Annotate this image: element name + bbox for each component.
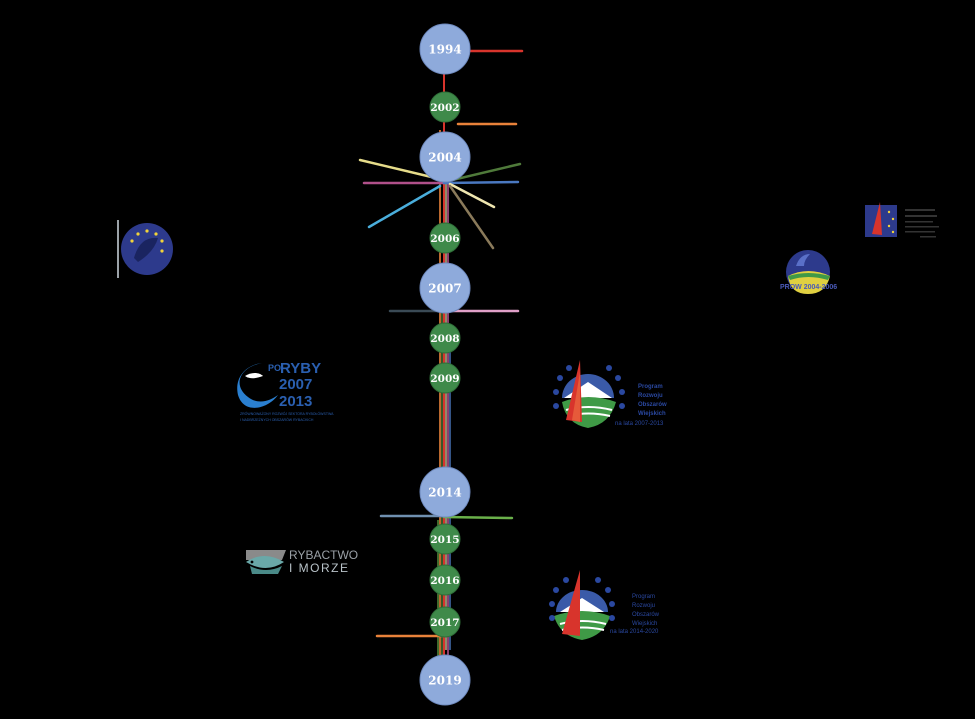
rybactwo-i-morze-logo: RYBACTWO I MORZE: [246, 548, 358, 575]
po-ryby-prefix: PO: [268, 363, 281, 373]
eu-flag-logo: [117, 220, 173, 278]
year-nodes: 1994 2002 2004 2006 2007 2008 2009 2014 2015 2016…: [419, 23, 471, 706]
prow-2007-line-4: Wiejskich: [638, 411, 666, 417]
prow-2014-line-5: na lata 2014-2020: [610, 629, 659, 635]
year-node-2004: 2004: [419, 131, 471, 183]
po-ryby-name: RYBY: [280, 360, 321, 377]
year-label-2002: 2002: [430, 102, 459, 114]
year-node-2009: 2009: [429, 362, 461, 394]
year-node-2016: 2016: [429, 564, 461, 596]
prow-2004-caption: PROW 2004-2006: [780, 284, 837, 291]
year-node-2015: 2015: [429, 523, 461, 555]
prow-2007-line-3: Obszarów: [638, 402, 667, 408]
year-label-2008: 2008: [430, 333, 459, 345]
po-ryby-year-start: 2007: [279, 376, 312, 393]
po-ryby-logo: PO RYBY 2007 2013 ZRÓWNOWAŻONY ROZWÓJ SE…: [237, 360, 334, 422]
po-ryby-year-end: 2013: [279, 393, 312, 410]
year-label-2009: 2009: [430, 373, 459, 385]
year-label-2004: 2004: [428, 151, 461, 165]
year-node-2002: 2002: [429, 91, 461, 123]
year-node-1994: 1994: [419, 23, 471, 75]
prow-2007-line-5: na lata 2007-2013: [615, 421, 664, 427]
prow-2014-line-1: Program: [632, 594, 655, 600]
year-node-2019: 2019: [419, 654, 471, 706]
year-node-2006: 2006: [429, 222, 461, 254]
year-node-2017: 2017: [429, 606, 461, 638]
year-label-2014: 2014: [428, 486, 461, 500]
year-label-2016: 2016: [430, 575, 459, 587]
year-label-2017: 2017: [430, 617, 459, 629]
institution-logo: [865, 202, 939, 238]
prow-2014-line-2: Rozwoju: [632, 603, 655, 609]
prow-2014-line-4: Wiejskich: [632, 621, 657, 627]
po-ryby-caption-1: ZRÓWNOWAŻONY ROZWÓJ SEKTORA RYBOŁÓWSTWA: [240, 411, 334, 416]
prow-2007-line-2: Rozwoju: [638, 393, 663, 399]
year-node-2007: 2007: [419, 262, 471, 314]
year-label-2019: 2019: [428, 674, 461, 688]
year-node-2008: 2008: [429, 322, 461, 354]
prow-2004-logo: PROW 2004-2006: [780, 250, 837, 294]
year-node-2014: 2014: [419, 466, 471, 518]
prow-2014-logo: Program Rozwoju Obszarów Wiejskich na la…: [549, 570, 660, 640]
rybactwo-text: RYBACTWO: [289, 548, 358, 562]
year-label-2006: 2006: [430, 233, 459, 245]
year-label-2007: 2007: [428, 282, 461, 296]
prow-2007-line-1: Program: [638, 384, 663, 390]
po-ryby-caption-2: I NADBRZEŻNYCH OBSZARÓW RYBACKICH: [240, 417, 314, 422]
prow-2014-line-3: Obszarów: [632, 612, 660, 618]
prow-2007-logo: Program Rozwoju Obszarów Wiejskich na la…: [553, 360, 667, 428]
year-label-1994: 1994: [428, 43, 461, 57]
year-label-2015: 2015: [430, 534, 459, 546]
morze-text: I MORZE: [289, 561, 350, 575]
